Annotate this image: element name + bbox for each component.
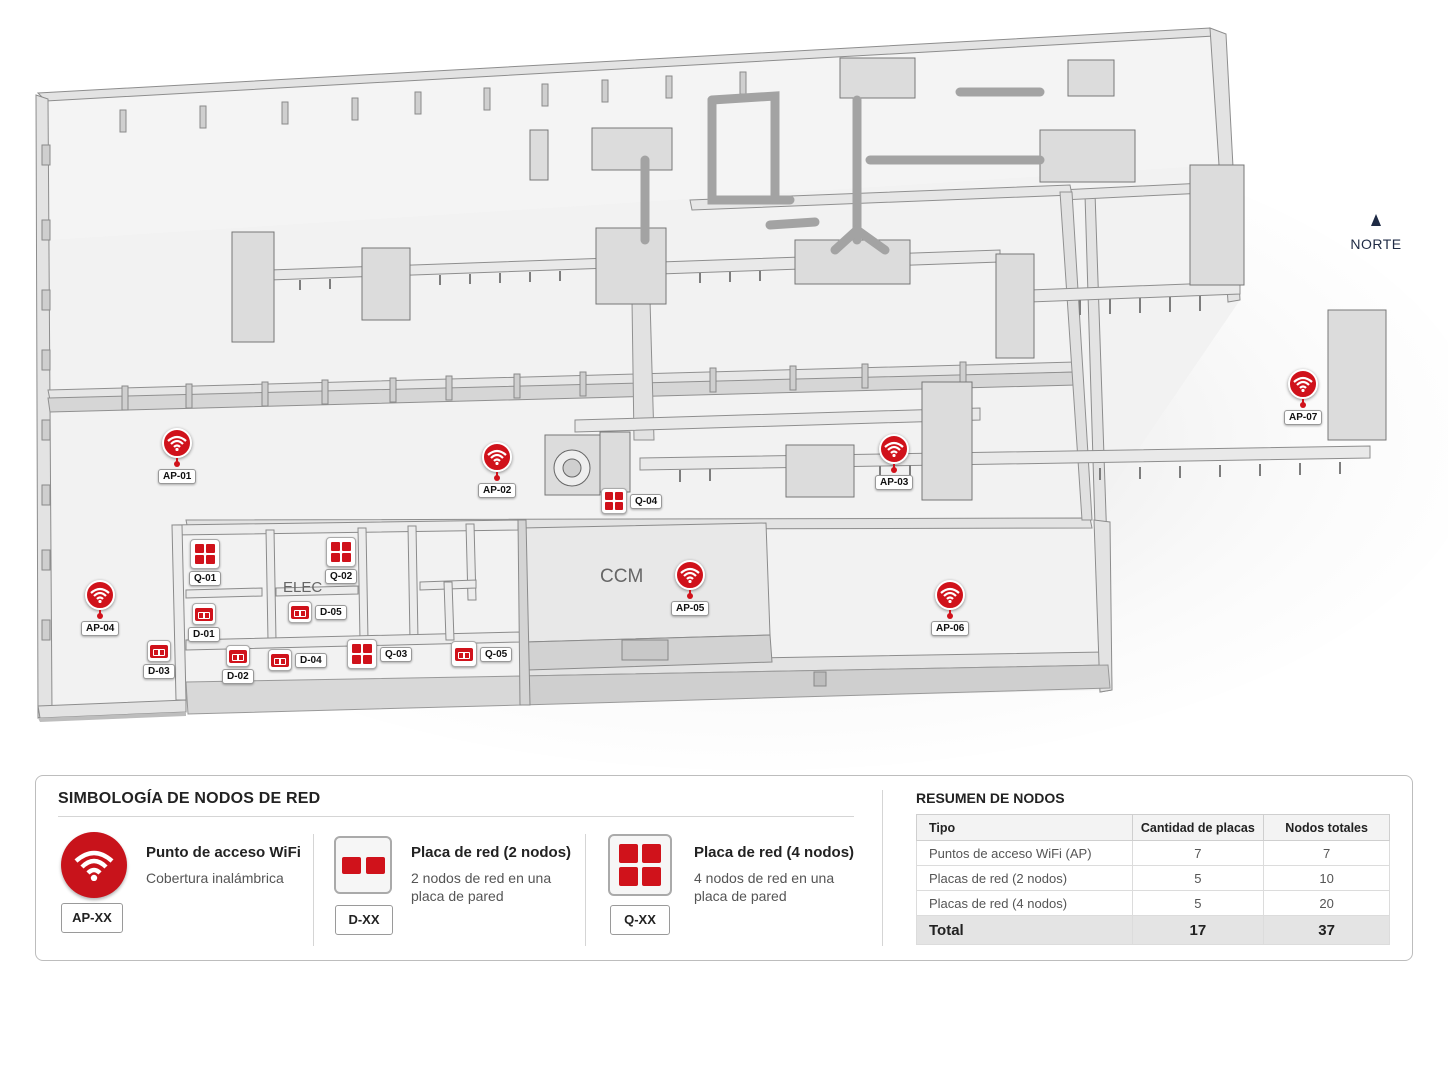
q-node-marker[interactable]: Q-03 [347, 639, 413, 669]
q-node-marker[interactable]: Q-04 [601, 488, 663, 514]
dual-jack-icon [191, 603, 216, 625]
room-label-ccm: CCM [600, 566, 644, 587]
ap-label: AP-03 [875, 475, 914, 490]
table-cell: Puntos de acceso WiFi (AP) [916, 840, 1133, 866]
table-cell: 20 [1263, 890, 1390, 916]
q-node-marker[interactable]: Q-05 [451, 641, 513, 667]
quad-jack-icon [190, 539, 221, 569]
table-cell: 5 [1131, 890, 1265, 916]
north-arrow-icon [1371, 214, 1381, 226]
floor-plan-3d [35, 27, 1448, 770]
ap-marker[interactable]: AP-05 [671, 560, 710, 616]
dual-jack-icon [268, 649, 292, 671]
ap-marker[interactable]: AP-04 [81, 580, 120, 636]
dual-jack-icon [334, 836, 392, 894]
d-node-marker[interactable]: D-03 [143, 640, 175, 679]
legend-d-desc: 2 nodos de red en una placa de pared [411, 870, 552, 904]
table-row: Puntos de acceso WiFi (AP) 7 7 [916, 840, 1390, 866]
legend-ap-code: AP-XX [61, 903, 123, 933]
legend-ap-title: Punto de acceso WiFi [146, 844, 301, 861]
quad-jack-icon [601, 488, 627, 514]
quad-jack-icon [347, 639, 377, 669]
d-node-marker[interactable]: D-02 [222, 645, 254, 684]
wifi-icon [879, 434, 910, 464]
table-cell: Placas de red (2 nodos) [916, 865, 1133, 891]
q-node-marker[interactable]: Q-02 [325, 537, 358, 584]
d-node-label: D-05 [315, 604, 347, 620]
wifi-icon [162, 428, 193, 458]
q-node-label: Q-02 [325, 569, 358, 584]
north-label: NORTE [1350, 236, 1402, 252]
wifi-icon [675, 560, 706, 590]
d-node-marker[interactable]: D-01 [188, 603, 220, 642]
table-header: Tipo [916, 814, 1133, 841]
ap-marker[interactable]: AP-03 [875, 434, 914, 490]
q-node-label: Q-04 [630, 493, 663, 509]
table-header: Cantidad de placas [1131, 814, 1265, 841]
legend-panel: SIMBOLOGÍA DE NODOS DE RED AP-XX Punto d… [35, 775, 1413, 961]
legend-q-desc: 4 nodos de red en una placa de pared [694, 870, 835, 904]
table-header: Nodos totales [1263, 814, 1390, 841]
table-cell: Total [916, 915, 1133, 945]
dual-jack-icon [225, 645, 250, 667]
table-cell: 10 [1263, 865, 1390, 891]
d-node-label: D-04 [295, 652, 327, 668]
summary-title: RESUMEN DE NODOS [916, 790, 1065, 806]
legend-q-title: Placa de red (4 nodos) [694, 844, 855, 861]
table-row: Placas de red (4 nodos) 5 20 [916, 890, 1390, 916]
legend-separator [313, 834, 314, 946]
quad-jack-icon [326, 537, 357, 567]
table-row: Placas de red (2 nodos) 5 10 [916, 865, 1390, 891]
q-node-label: Q-03 [380, 646, 413, 662]
q-node-label: Q-05 [480, 646, 513, 662]
q-node-label: Q-01 [189, 571, 222, 586]
ap-marker[interactable]: AP-07 [1284, 369, 1323, 425]
ap-marker[interactable]: AP-02 [478, 442, 517, 498]
legend-d-code: D-XX [335, 905, 393, 935]
d-node-label: D-01 [188, 627, 220, 642]
legend-separator [585, 834, 586, 946]
legend-title: SIMBOLOGÍA DE NODOS DE RED [58, 790, 321, 807]
table-header-row: Tipo Cantidad de placas Nodos totales [916, 814, 1390, 841]
dual-jack-icon [146, 640, 171, 662]
ap-marker[interactable]: AP-01 [158, 428, 197, 484]
ap-label: AP-05 [671, 601, 710, 616]
legend-separator [882, 790, 883, 946]
ap-marker[interactable]: AP-06 [931, 580, 970, 636]
table-cell: 17 [1131, 915, 1265, 945]
d-node-label: D-03 [143, 664, 175, 679]
legend-ap-desc: Cobertura inalámbrica [146, 870, 284, 886]
table-total-row: Total 17 37 [916, 915, 1390, 945]
quad-jack-icon [608, 834, 672, 896]
summary-section: RESUMEN DE NODOS Tipo Cantidad de placas… [916, 790, 1390, 945]
table-cell: Placas de red (4 nodos) [916, 890, 1133, 916]
north-indicator: NORTE [1350, 214, 1402, 252]
wifi-icon [935, 580, 966, 610]
legend-d-title: Placa de red (2 nodos) [411, 844, 572, 861]
ap-label: AP-01 [158, 469, 197, 484]
ap-label: AP-04 [81, 621, 120, 636]
legend-q-code: Q-XX [610, 905, 670, 935]
room-label-elec: ELEC [283, 579, 323, 596]
q-node-marker[interactable]: Q-01 [189, 539, 222, 586]
table-cell: 5 [1131, 865, 1265, 891]
wifi-icon [85, 580, 116, 610]
legend-divider [58, 816, 854, 817]
d-node-marker[interactable]: D-05 [288, 601, 347, 623]
ap-label: AP-07 [1284, 410, 1323, 425]
dual-jack-icon [451, 641, 477, 667]
d-node-label: D-02 [222, 669, 254, 684]
d-node-marker[interactable]: D-04 [268, 649, 327, 671]
table-cell: 7 [1131, 840, 1265, 866]
table-cell: 7 [1263, 840, 1390, 866]
wifi-icon [61, 832, 127, 898]
ap-label: AP-06 [931, 621, 970, 636]
dual-jack-icon [288, 601, 312, 623]
wifi-icon [482, 442, 513, 472]
wifi-icon [1288, 369, 1319, 399]
ap-label: AP-02 [478, 483, 517, 498]
table-cell: 37 [1263, 915, 1390, 945]
summary-table: Tipo Cantidad de placas Nodos totales Pu… [916, 814, 1390, 945]
